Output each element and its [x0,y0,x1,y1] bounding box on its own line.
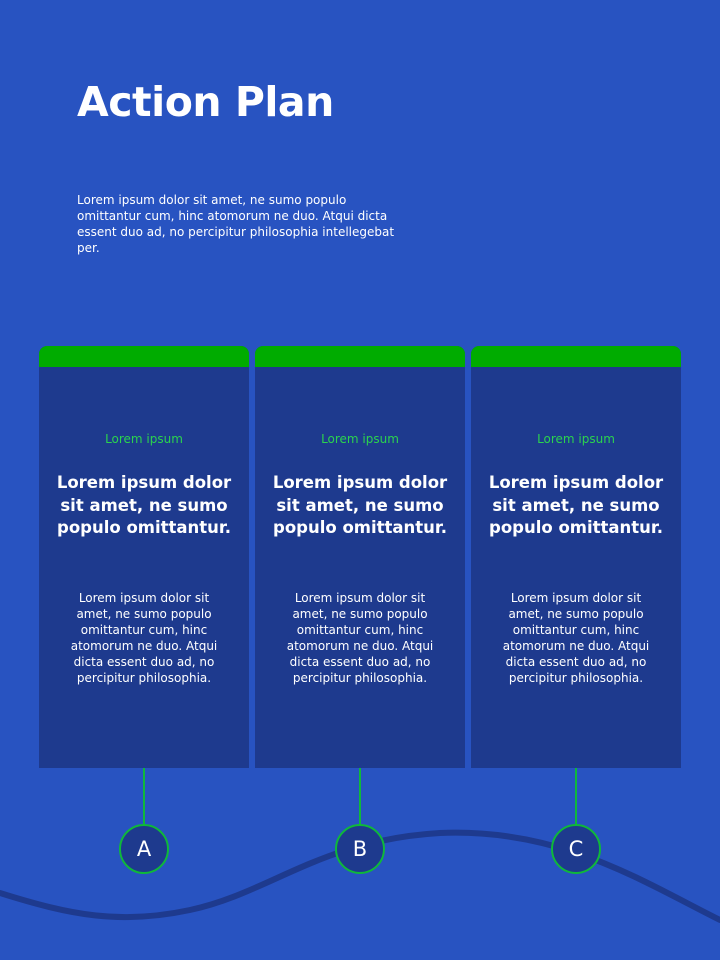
card-kicker: Lorem ipsum [105,432,183,446]
action-card-c: Lorem ipsum Lorem ipsum dolor sit amet, … [471,346,681,768]
action-card-b: Lorem ipsum Lorem ipsum dolor sit amet, … [255,346,465,768]
page-title: Action Plan [77,78,334,126]
action-card-a: Lorem ipsum Lorem ipsum dolor sit amet, … [39,346,249,768]
marker-a: A [119,824,169,874]
card-heading: Lorem ipsum dolor sit amet, ne sumo popu… [272,473,448,537]
card-kicker: Lorem ipsum [537,432,615,446]
connector-line-a [143,768,145,824]
card-accent-bar [471,346,681,367]
marker-c: C [551,824,601,874]
card-body: Lorem ipsum dolor sit amet, ne sumo popu… [70,591,218,685]
card-heading: Lorem ipsum dolor sit amet, ne sumo popu… [56,473,232,537]
card-body: Lorem ipsum dolor sit amet, ne sumo popu… [502,591,650,685]
card-body: Lorem ipsum dolor sit amet, ne sumo popu… [286,591,434,685]
connector-line-c [575,768,577,824]
marker-b: B [335,824,385,874]
card-accent-bar [39,346,249,367]
card-kicker: Lorem ipsum [321,432,399,446]
card-heading: Lorem ipsum dolor sit amet, ne sumo popu… [488,473,664,537]
intro-paragraph: Lorem ipsum dolor sit amet, ne sumo popu… [77,193,395,255]
connector-line-b [359,768,361,824]
card-accent-bar [255,346,465,367]
